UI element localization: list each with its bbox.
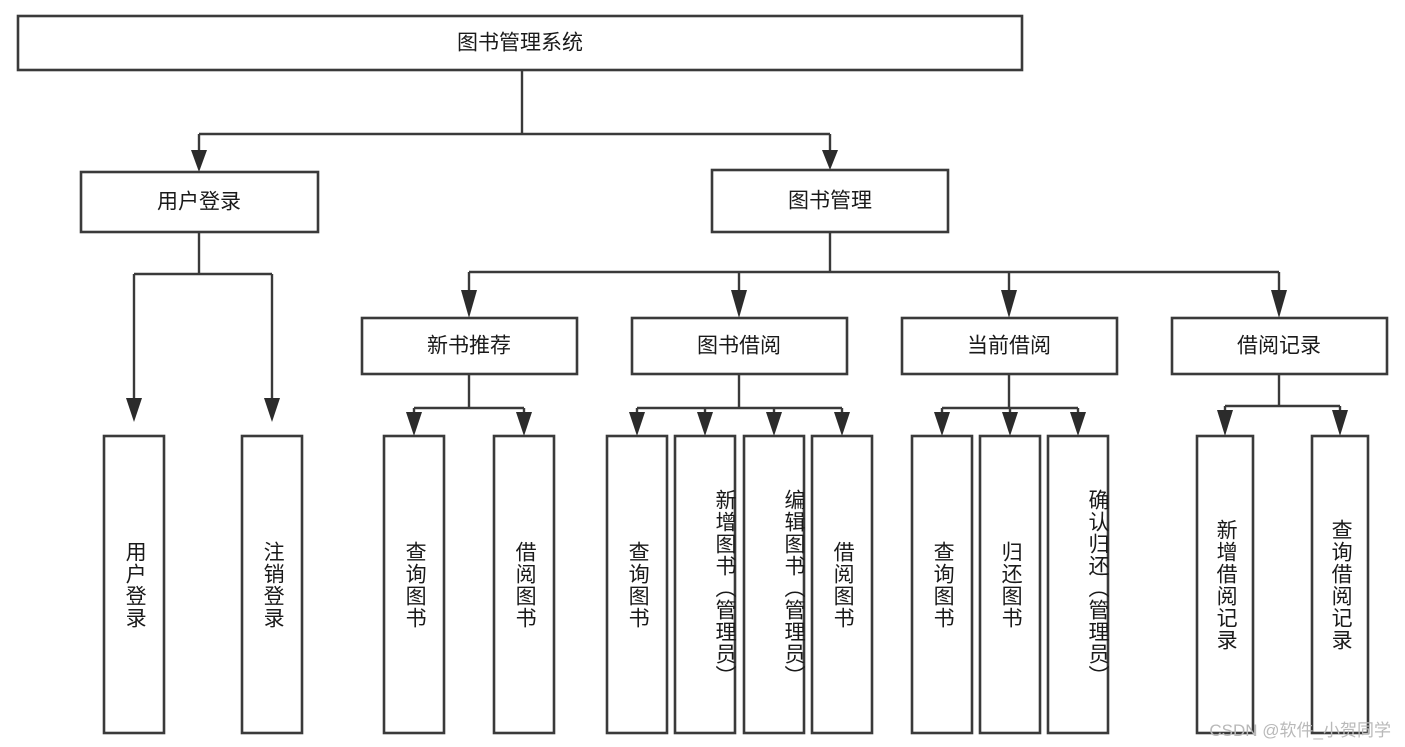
arrowhead-leaf-logout bbox=[264, 398, 280, 422]
arrowhead-leaf-user-login bbox=[126, 398, 142, 422]
arrowhead-borrow bbox=[731, 290, 747, 318]
arrowhead-record-leaf-2 bbox=[1332, 410, 1348, 436]
connector-group-newbook-children bbox=[406, 374, 532, 436]
node-record-label: 借阅记录 bbox=[1237, 335, 1321, 358]
node-borrow-label: 图书借阅 bbox=[697, 335, 781, 358]
leaf-box-newbook-borrow[interactable] bbox=[492, 434, 556, 735]
arrowhead-user-login bbox=[191, 150, 207, 172]
leaf-box-current-return[interactable] bbox=[978, 434, 1042, 735]
arrowhead-book-mgmt bbox=[822, 150, 838, 170]
leaf-box-borrow-edit[interactable] bbox=[742, 434, 806, 735]
leaf-box-user-login[interactable] bbox=[102, 434, 166, 735]
node-root-label: 图书管理系统 bbox=[457, 32, 583, 55]
arrowhead-newbook-leaf-2 bbox=[516, 412, 532, 436]
connector-group-book-mgmt bbox=[461, 232, 1287, 318]
node-current-label: 当前借阅 bbox=[967, 335, 1051, 358]
arrowhead-borrow-leaf-1 bbox=[629, 412, 645, 436]
connector-group-borrow-children bbox=[629, 374, 850, 436]
arrowhead-current bbox=[1001, 290, 1017, 318]
leaf-box-borrow-lend[interactable] bbox=[810, 434, 874, 735]
arrowhead-newbook bbox=[461, 290, 477, 318]
connector-group-record-children bbox=[1217, 374, 1348, 436]
node-root-box[interactable] bbox=[16, 14, 1024, 72]
watermark-text: CSDN @软件_小贺同学 bbox=[1209, 721, 1391, 740]
node-user-login-box[interactable] bbox=[79, 170, 320, 234]
leaf-box-record-add[interactable] bbox=[1195, 434, 1255, 735]
leaf-box-logout[interactable] bbox=[240, 434, 304, 735]
leaf-box-current-confirm[interactable] bbox=[1046, 434, 1110, 735]
node-book-mgmt-label: 图书管理 bbox=[788, 190, 872, 213]
arrowhead-record-leaf-1 bbox=[1217, 410, 1233, 436]
connector-group-current-children bbox=[934, 374, 1086, 436]
arrowhead-record bbox=[1271, 290, 1287, 318]
node-record-box[interactable] bbox=[1170, 316, 1389, 376]
connector-group-root bbox=[191, 70, 838, 172]
arrowhead-newbook-leaf-1 bbox=[406, 412, 422, 436]
arrowhead-borrow-leaf-4 bbox=[834, 412, 850, 436]
arrowhead-borrow-leaf-3 bbox=[766, 412, 782, 436]
leaf-box-borrow-add[interactable] bbox=[673, 434, 737, 735]
arrowhead-current-leaf-1 bbox=[934, 412, 950, 436]
node-book-mgmt-box[interactable] bbox=[710, 168, 950, 234]
node-current-box[interactable] bbox=[900, 316, 1119, 376]
node-newbook-label: 新书推荐 bbox=[427, 335, 511, 358]
node-newbook-box[interactable] bbox=[360, 316, 579, 376]
arrowhead-current-leaf-2 bbox=[1002, 412, 1018, 436]
leaf-box-borrow-query[interactable] bbox=[605, 434, 669, 735]
leaf-box-newbook-query[interactable] bbox=[382, 434, 446, 735]
connector-group-user-login bbox=[126, 232, 280, 422]
leaf-box-record-query[interactable] bbox=[1310, 434, 1370, 735]
node-borrow-box[interactable] bbox=[630, 316, 849, 376]
leaf-box-current-query[interactable] bbox=[910, 434, 974, 735]
arrowhead-borrow-leaf-2 bbox=[697, 412, 713, 436]
node-user-login-label: 用户登录 bbox=[157, 191, 241, 214]
arrowhead-current-leaf-3 bbox=[1070, 412, 1086, 436]
